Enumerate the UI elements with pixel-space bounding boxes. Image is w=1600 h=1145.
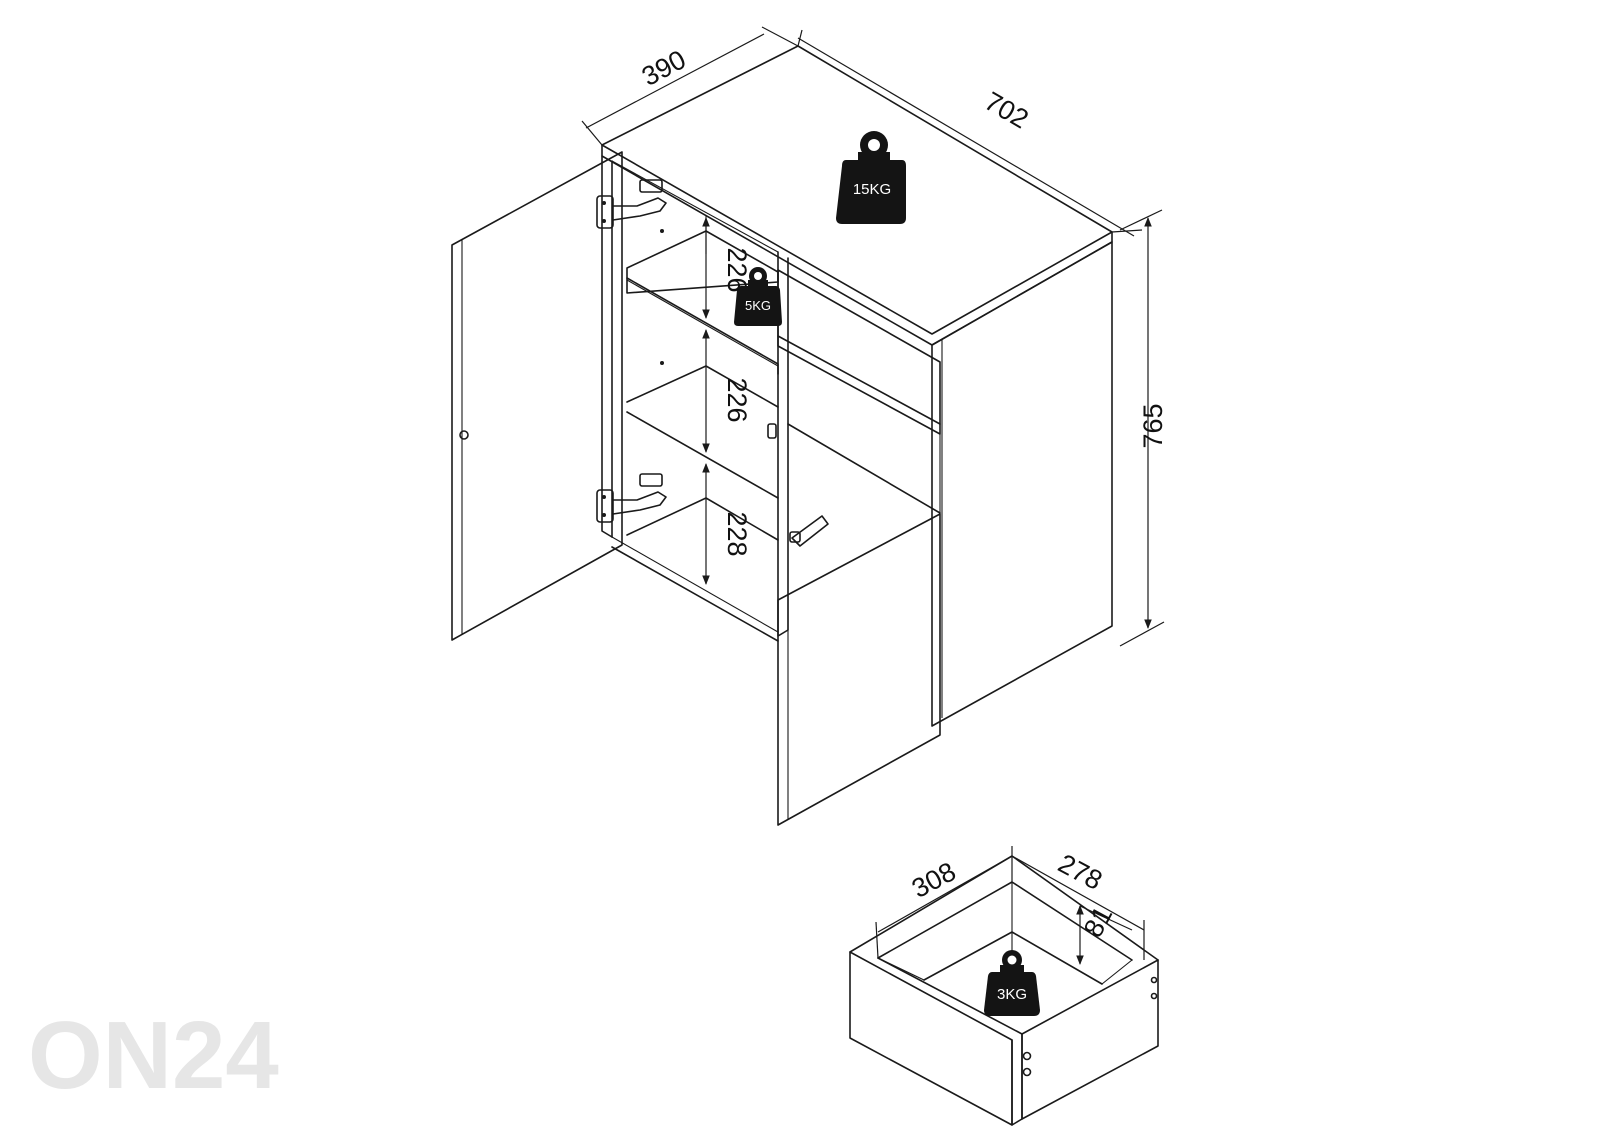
drawer-dimensions: 308 278 81 [875,846,1145,965]
hinge-top [596,179,667,229]
weight-top-icon: 15KG [836,131,906,224]
drawer-width-label: 308 [907,856,961,904]
drawer-depth-label: 278 [1053,848,1107,896]
dimension-height-label: 765 [1138,403,1168,448]
weight-drawer-label: 3KG [997,986,1027,1003]
weight-drawer-icon: 3KG [984,950,1040,1016]
cabinet-body [451,45,1113,826]
dimension-depth-label: 390 [637,44,691,92]
weight-top-label: 15KG [853,181,891,198]
dimension-shelves: 226 226 228 [702,217,752,585]
weight-shelf-label: 5KG [745,298,771,313]
dimension-shelf-bottom-label: 228 [722,511,752,556]
dimension-width-label: 702 [979,86,1033,135]
hinge-bottom [596,473,667,523]
dimension-shelf-top-label: 226 [722,247,752,292]
weight-shelf-icon: 5KG [734,267,782,326]
watermark-logo: ON24 [28,1002,279,1109]
latch [767,423,829,547]
dimension-depth: 390 [581,26,799,146]
dimension-height: 765 [1119,209,1168,647]
dimension-shelf-middle-label: 226 [722,377,752,422]
